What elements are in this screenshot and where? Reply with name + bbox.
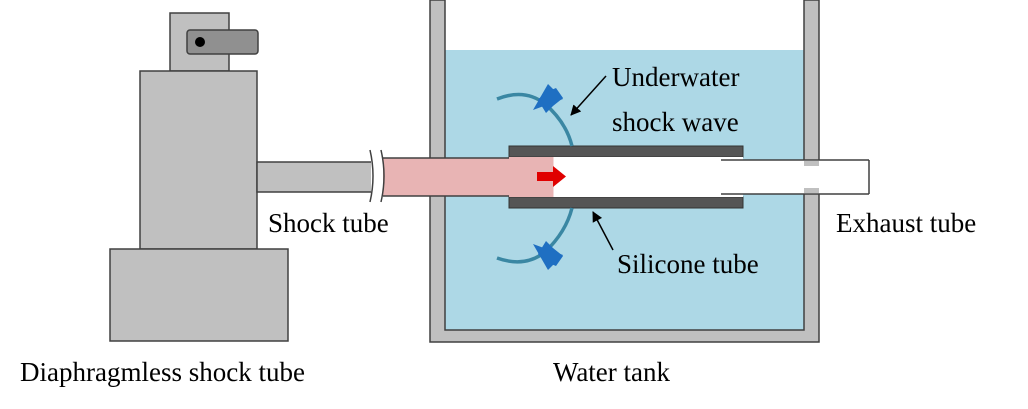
device-base-block [109,248,289,342]
device-middle-block [139,70,258,250]
arrow-icon [533,241,563,270]
silicone-tube-label: Silicone tube [617,249,759,279]
exhaust-tube [721,159,870,195]
exhaust-tube-body [721,160,869,194]
shock-tube-label: Shock tube [268,208,389,238]
shock-wave-fronts [496,84,574,270]
silicone-tube-leader [592,211,614,251]
underwater-shock-wave-label-line1: Underwater [612,62,739,92]
valve-icon [186,29,259,55]
connection-pipe [256,161,374,193]
underwater-shock-wave-label-line2: shock wave [612,107,739,137]
diaphragmless-shock-tube-device [109,12,374,342]
arrow-right-icon [537,166,566,187]
silicone-tube-bore [553,157,743,197]
exhaust-tube-label: Exhaust tube [836,208,976,238]
tank-walls [429,0,820,343]
silicone-tube [508,145,744,209]
pipe-break-marks [369,149,385,203]
silicone-tube-bottom-wall [508,196,744,209]
diaphragmless-shock-tube-label: Diaphragmless shock tube [20,357,305,387]
underwater-shock-wave-leader [570,75,607,116]
silicone-tube-top-wall [508,145,744,158]
water-tank-label: Water tank [553,357,671,387]
arrow-icon [533,84,563,113]
